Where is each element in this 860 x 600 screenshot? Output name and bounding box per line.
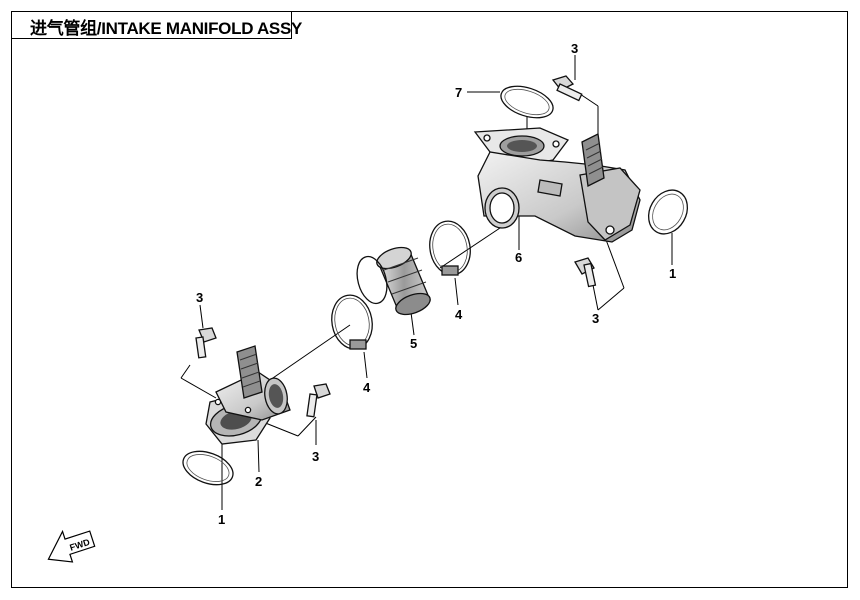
- bolt-top-right-part: [551, 75, 583, 102]
- clamp-right-part: [429, 220, 471, 276]
- bolt-left-upper-part: [195, 327, 217, 359]
- callout-hose: 5: [410, 336, 417, 351]
- gasket-right-part: [647, 189, 689, 235]
- title-box: [11, 11, 292, 39]
- page-title: 进气管组/INTAKE MANIFOLD ASSY: [30, 19, 303, 38]
- gasket-right-inner: [652, 193, 684, 231]
- callout-manifold: 6: [515, 250, 522, 265]
- callout-gasket-right: 1: [669, 266, 676, 281]
- callout-bolt-left-upper: 3: [196, 290, 203, 305]
- gasket-left-inner: [186, 454, 230, 482]
- fwd-arrow-icon: FWD: [47, 529, 96, 563]
- bolt-left-lower-part: [306, 383, 331, 418]
- callout-oring: 7: [455, 85, 462, 100]
- clamp-left-part: [331, 294, 373, 350]
- callout-bolt-bottom-right: 3: [592, 311, 599, 326]
- oring-part: [500, 85, 554, 119]
- manifold-part: [473, 127, 641, 243]
- leader-lines: [180, 55, 673, 510]
- callout-bolt-top-right: 3: [571, 41, 578, 56]
- hose-part: [356, 246, 431, 316]
- oring-inner: [504, 88, 550, 116]
- callout-clamp-right: 4: [455, 307, 463, 322]
- callout-throttle-adapter: 2: [255, 474, 262, 489]
- throttle-adapter-part: [205, 345, 291, 445]
- bolt-bottom-right-part: [574, 257, 597, 288]
- callout-labels: 1 1 2 3 3 3 3 4 4 5 6 7: [196, 41, 676, 527]
- drawing-border: [11, 11, 848, 588]
- callout-clamp-left: 4: [363, 380, 371, 395]
- gasket-left-part: [182, 450, 234, 486]
- callout-gasket-left: 1: [218, 512, 225, 527]
- callout-bolt-left-lower: 3: [312, 449, 319, 464]
